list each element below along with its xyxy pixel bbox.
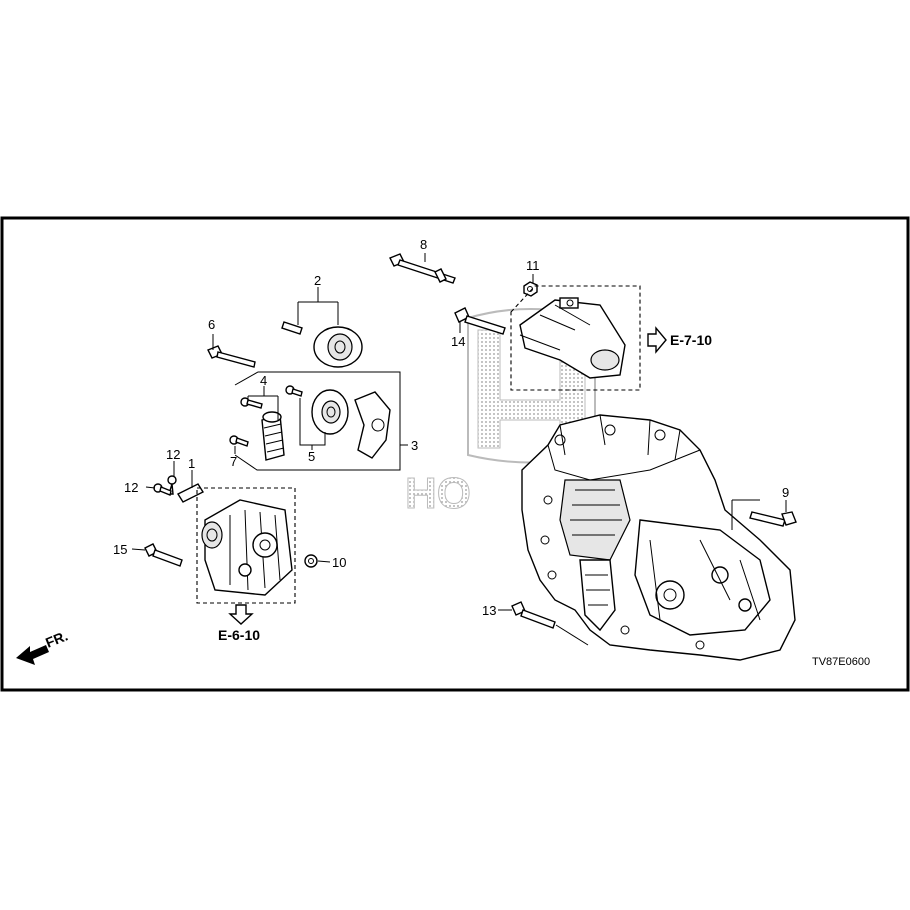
- engine-assembly: [521, 414, 796, 661]
- callout-1[interactable]: 1: [188, 456, 195, 471]
- diagram-code: TV87E0600: [812, 656, 870, 668]
- starter-motor: [519, 297, 626, 379]
- nut-10: [304, 554, 318, 568]
- alternator-ref-arrow: [228, 604, 254, 625]
- callout-9[interactable]: 9: [782, 485, 789, 500]
- callout-12-upper[interactable]: 12: [166, 447, 180, 462]
- alternator: [201, 499, 293, 596]
- bolt-13: [511, 601, 556, 629]
- idler-pulley: [281, 321, 363, 368]
- nut-11: [523, 281, 538, 297]
- bolt-9: [749, 511, 797, 527]
- small-bolts: [229, 385, 303, 447]
- callout-4[interactable]: 4: [260, 373, 267, 388]
- tensioner-arm: [354, 391, 391, 459]
- starter-ref-label[interactable]: E-7-10: [670, 332, 712, 348]
- callout-6[interactable]: 6: [208, 317, 215, 332]
- front-direction-label: FR.: [43, 627, 70, 650]
- watermark-text: HO: [405, 469, 471, 518]
- honda-watermark: HO: [405, 308, 596, 519]
- callout-5[interactable]: 5: [308, 449, 315, 464]
- callout-10[interactable]: 10: [332, 555, 346, 570]
- bolt-15: [144, 543, 183, 567]
- bolt-14: [454, 307, 506, 335]
- callout-14[interactable]: 14: [451, 334, 465, 349]
- callout-13[interactable]: 13: [482, 603, 496, 618]
- tensioner-damper: [261, 411, 285, 461]
- starter-frame: [510, 285, 641, 391]
- front-direction-arrow-icon: [16, 645, 49, 665]
- callout-12-lower[interactable]: 12: [124, 480, 138, 495]
- tensioner-assembly-frame: [234, 371, 401, 471]
- bolt-6: [207, 345, 256, 368]
- callout-2[interactable]: 2: [314, 273, 321, 288]
- callout-15[interactable]: 15: [113, 542, 127, 557]
- callout-7[interactable]: 7: [230, 454, 237, 469]
- alternator-ref-label[interactable]: E-6-10: [218, 627, 260, 643]
- callout-8[interactable]: 8: [420, 237, 427, 252]
- bracket-1: [176, 483, 205, 503]
- alternator-frame: [196, 487, 296, 604]
- tensioner-pulley: [311, 389, 349, 435]
- starter-ref-arrow: [647, 326, 667, 354]
- leader-lines: [131, 253, 787, 646]
- diagram-frame: [0, 216, 910, 692]
- callout-11[interactable]: 11: [526, 258, 540, 273]
- bolt-8: [389, 253, 456, 284]
- callout-3[interactable]: 3: [411, 438, 418, 453]
- bolts-12: [153, 475, 177, 496]
